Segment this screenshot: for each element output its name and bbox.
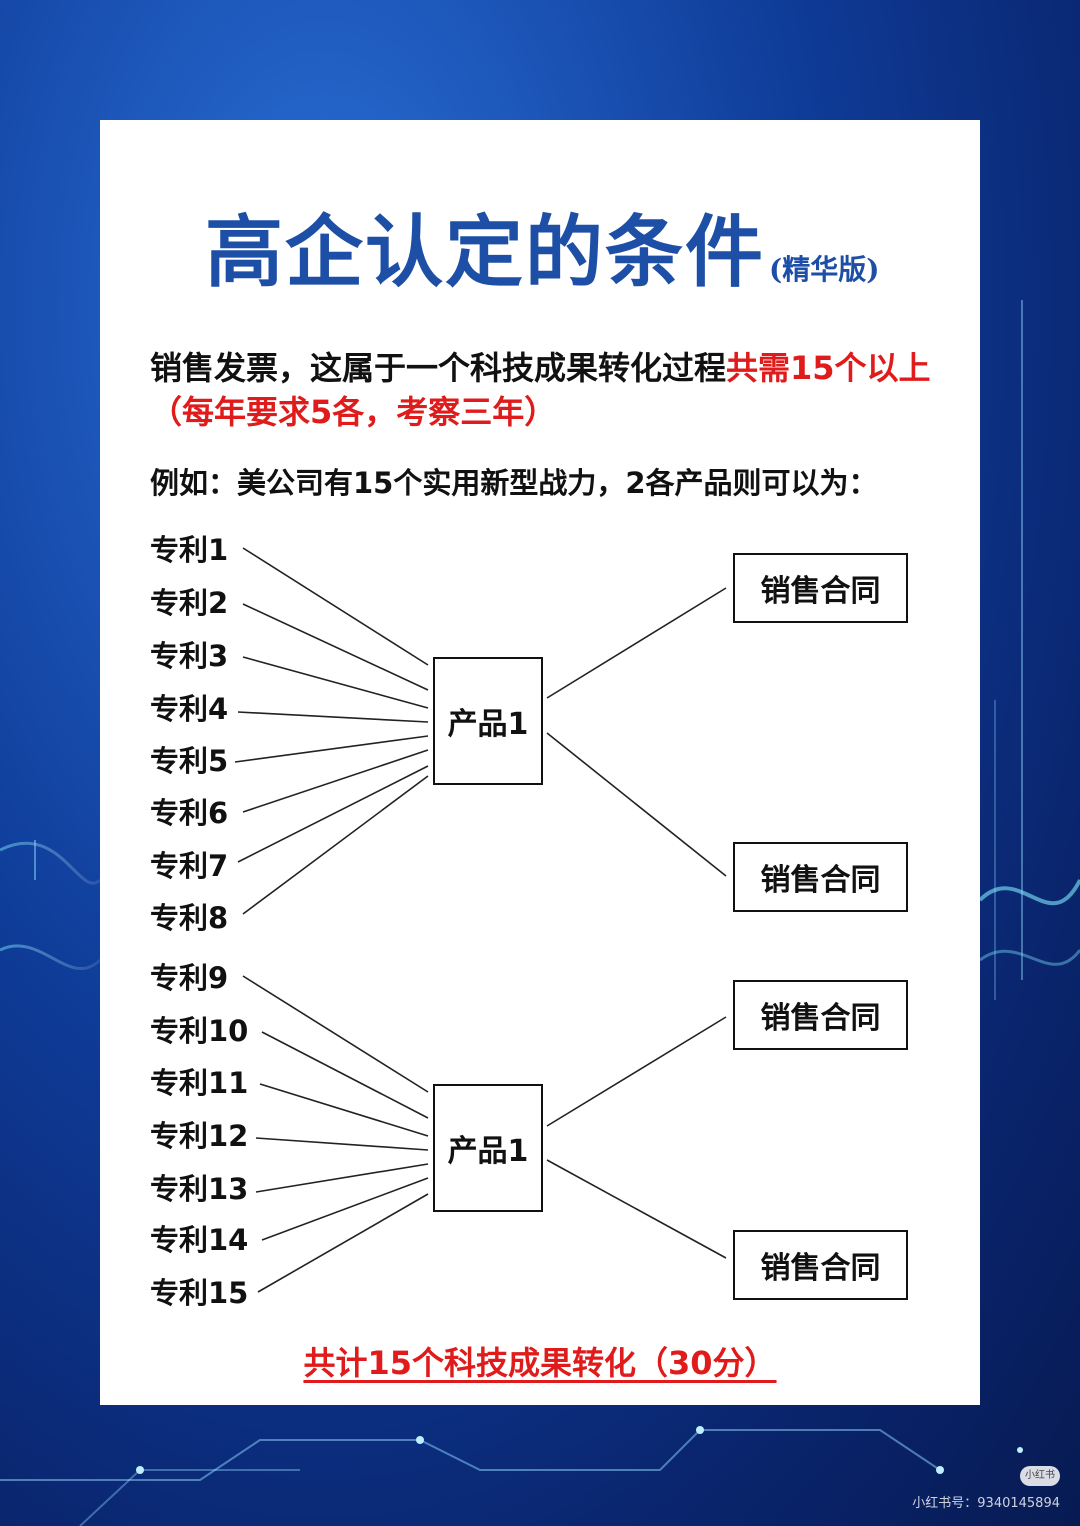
patent-label: 专利12 [150, 1119, 249, 1153]
summary-footer: 共计15个科技成果转化（30分） [0, 1338, 1080, 1384]
patent-label: 专利4 [150, 692, 229, 726]
patent-label: 专利13 [150, 1172, 249, 1206]
patent-label: 专利14 [150, 1223, 249, 1257]
contract-box-1: 销售合同 [733, 553, 908, 623]
summary-footer-text: 共计15个科技成果转化（30分） [303, 1344, 777, 1382]
contract-box-3: 销售合同 [733, 980, 908, 1050]
page-title: 高企认定的条件 [205, 207, 766, 298]
requirement-text-red: 共需15个以上（每年要求5各，考察三年） [150, 349, 931, 431]
contract-box-4: 销售合同 [733, 1230, 908, 1300]
patent-label: 专利9 [150, 961, 229, 995]
patent-label: 专利11 [150, 1066, 249, 1100]
watermark-badge: 小红书 [1020, 1466, 1060, 1486]
patent-label: 专利7 [150, 849, 229, 883]
requirement-text-black: 销售发票，这属于一个科技成果转化过程 [150, 349, 727, 387]
patent-label: 专利10 [150, 1014, 249, 1048]
product-box-2: 产品1 [433, 1084, 543, 1212]
patent-label: 专利2 [150, 586, 229, 620]
patent-label: 专利3 [150, 639, 229, 673]
patent-label: 专利8 [150, 901, 229, 935]
patent-label: 专利15 [150, 1276, 249, 1310]
patent-label: 专利6 [150, 796, 229, 830]
example-text: 例如：美公司有15个实用新型战力，2各产品则可以为： [150, 466, 878, 500]
patent-label: 专利5 [150, 744, 229, 778]
product-box-1: 产品1 [433, 657, 543, 785]
page-subtitle: (精华版) [769, 253, 880, 286]
contract-box-2: 销售合同 [733, 842, 908, 912]
title-block: 高企认定的条件(精华版) [205, 190, 880, 302]
watermark-id: 小红书号：9340145894 [912, 1496, 1060, 1511]
requirement-text: 销售发票，这属于一个科技成果转化过程共需15个以上（每年要求5各，考察三年） [150, 346, 950, 434]
patent-label: 专利1 [150, 533, 229, 567]
